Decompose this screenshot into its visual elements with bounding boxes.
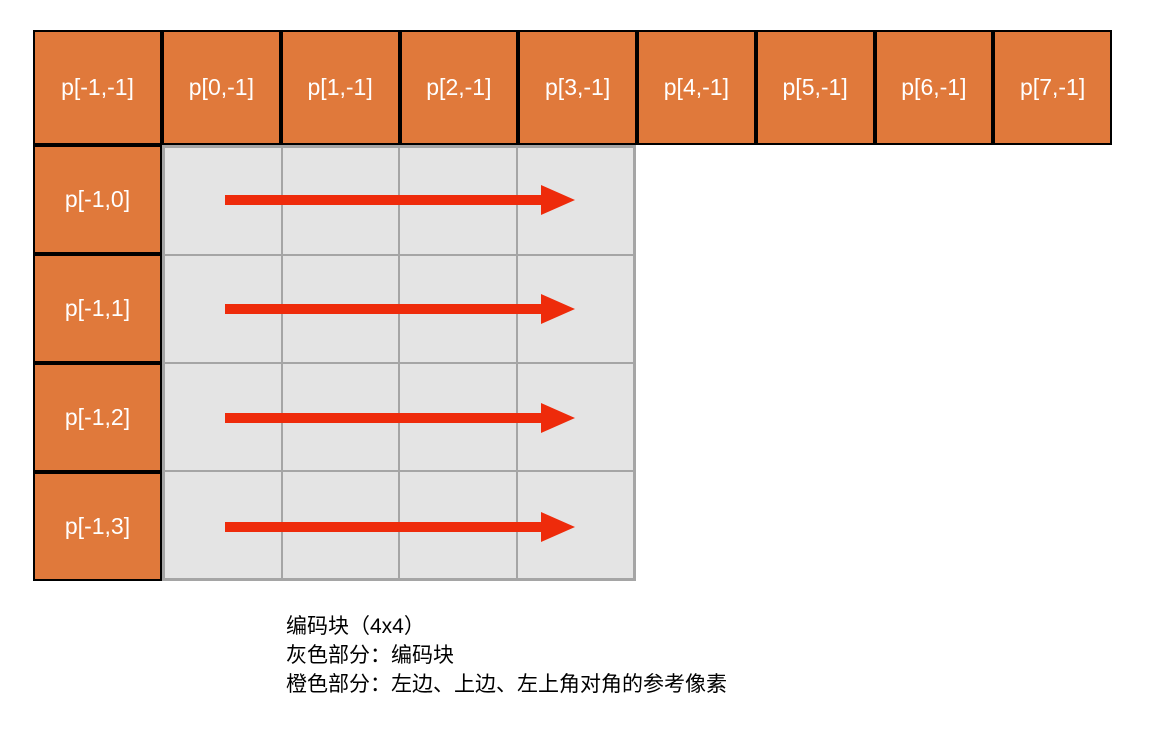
prediction-arrow-right-icon [225,402,575,434]
prediction-arrow-right-icon [225,511,575,543]
prediction-arrow-right-icon [225,184,575,216]
ref-pixel-cell: p[-1,0] [33,145,162,254]
ref-pixel-cell: p[6,-1] [874,30,994,145]
reference-pixel-top-row: p[-1,-1] p[0,-1] p[1,-1] p[2,-1] p[3,-1]… [33,30,1112,145]
ref-pixel-cell: p[1,-1] [280,30,400,145]
ref-pixel-cell: p[-1,-1] [33,30,162,145]
ref-pixel-cell: p[5,-1] [755,30,875,145]
caption: 编码块（4x4） 灰色部分：编码块 橙色部分：左边、上边、左上角对角的参考像素 [286,612,727,699]
ref-pixel-cell: p[4,-1] [637,30,756,145]
caption-line-orange-legend: 橙色部分：左边、上边、左上角对角的参考像素 [286,673,727,696]
ref-pixel-cell: p[-1,1] [33,254,162,363]
ref-pixel-cell: p[-1,2] [33,363,162,472]
ref-pixel-cell: p[0,-1] [162,30,281,145]
ref-pixel-cell: p[3,-1] [518,30,637,145]
ref-pixel-cell: p[7,-1] [993,30,1112,145]
prediction-arrow-right-icon [225,293,575,325]
caption-line-block-size: 编码块（4x4） [286,615,425,638]
ref-pixel-cell: p[-1,3] [33,472,162,581]
ref-pixel-cell: p[2,-1] [399,30,519,145]
caption-line-gray-legend: 灰色部分：编码块 [286,644,454,667]
reference-pixel-left-column: p[-1,0] p[-1,1] p[-1,2] p[-1,3] [33,145,162,581]
